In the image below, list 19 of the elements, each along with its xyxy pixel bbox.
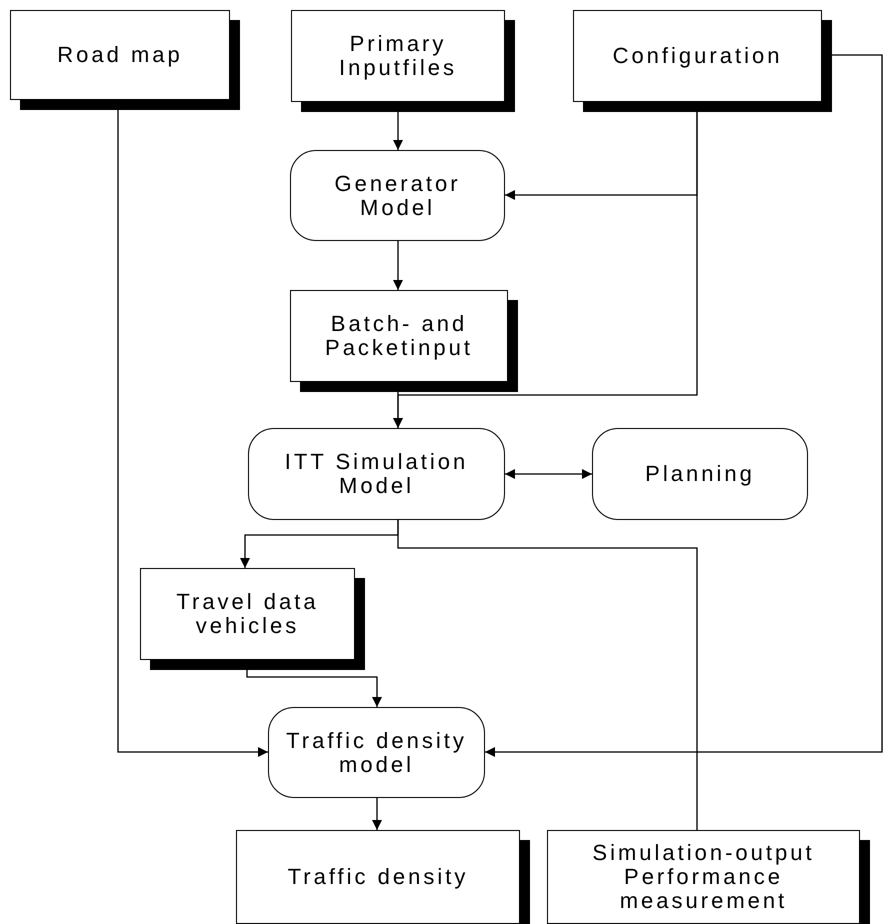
node-label: Generator Model <box>333 172 462 220</box>
node-label: Primary Inputfiles <box>338 32 458 80</box>
node-label: Road map <box>56 43 184 67</box>
arrow <box>372 798 382 830</box>
node-label: Travel data vehicles <box>175 590 320 638</box>
node-label: Traffic density <box>286 865 470 889</box>
arrow <box>505 469 592 479</box>
node-label: Configuration <box>612 44 784 68</box>
arrow <box>393 241 403 290</box>
process-rounded-box <box>268 707 485 798</box>
node-label: ITT Simulation Model <box>284 450 470 498</box>
arrow <box>485 54 883 757</box>
node-label: Simulation-output Performance measurement <box>591 841 816 913</box>
process-rounded-box <box>592 428 808 520</box>
node-label: Batch- and Packetinput <box>324 312 474 360</box>
node-label: Traffic density model <box>285 728 468 776</box>
process-rounded-box <box>248 428 505 520</box>
process-rounded-box <box>290 150 505 241</box>
node-label: Planning <box>644 462 756 486</box>
